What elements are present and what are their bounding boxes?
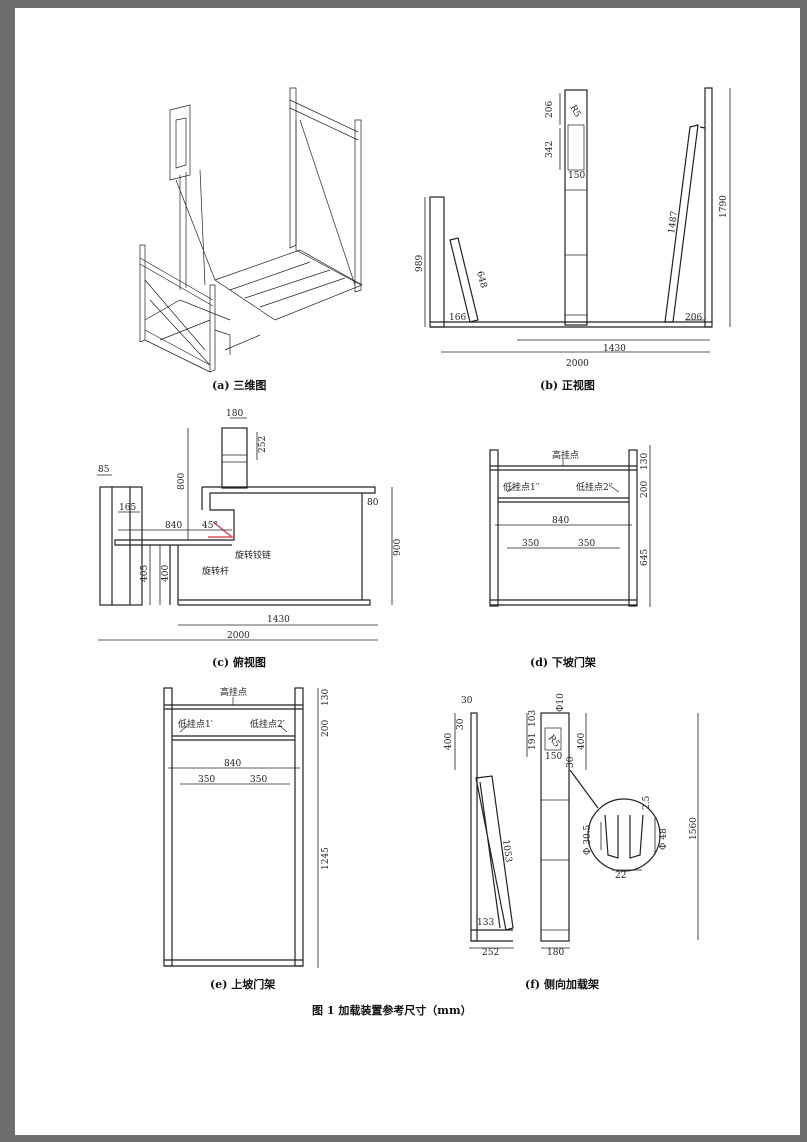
dim-c-45deg: 45° — [202, 521, 218, 531]
dim-f-191: 191 — [528, 733, 538, 750]
dim-c-405: 405 — [140, 565, 150, 582]
dim-e-200: 200 — [321, 720, 331, 737]
dim-f-400-2: 400 — [577, 733, 587, 750]
dim-f-150: 150 — [545, 752, 562, 762]
dim-b-1430: 1430 — [603, 344, 626, 354]
dim-c-840: 840 — [165, 521, 182, 531]
dim-d-200: 200 — [640, 481, 650, 498]
dim-c-900: 900 — [393, 539, 403, 556]
dim-e-840: 840 — [224, 759, 241, 769]
dim-d-130: 130 — [640, 453, 650, 470]
dim-c-2000: 2000 — [227, 631, 250, 641]
label-rotating-rod: 旋转杆 — [202, 565, 229, 577]
dim-f-30-2: 30 — [456, 718, 466, 730]
label-d-high-point: 高挂点 — [552, 449, 579, 461]
dim-f-252: 252 — [482, 948, 499, 958]
lateral-frame-drawing — [454, 712, 699, 949]
caption-f: (f) 侧向加载架 — [525, 977, 599, 991]
top-view-drawing — [97, 417, 393, 641]
dim-c-85: 85 — [98, 465, 110, 475]
dim-e-350-2: 350 — [250, 775, 267, 785]
dim-b-989: 989 — [415, 255, 425, 272]
dim-c-252: 252 — [258, 436, 268, 453]
dim-b-2000: 2000 — [566, 359, 589, 369]
dim-f-22: 22 — [615, 871, 626, 881]
downhill-gantry-drawing — [489, 445, 651, 607]
label-e-low-point-1: 低挂点1′ — [178, 718, 213, 730]
dim-f-30-3: 30 — [566, 756, 576, 768]
dim-c-800: 800 — [177, 473, 187, 490]
uphill-gantry-drawing — [163, 687, 319, 968]
dim-f-phi30-5: Φ 30.5 — [583, 824, 593, 855]
dim-b-342: 342 — [545, 141, 555, 158]
label-rotating-hinge: 旋转铰链 — [235, 549, 271, 561]
dim-c-1430: 1430 — [267, 615, 290, 625]
iso-3d-drawing — [139, 87, 363, 373]
dim-f-phi48: Φ 48 — [659, 828, 669, 850]
label-d-low-point-1: 低挂点1′′ — [503, 481, 540, 493]
dim-f-phi10: Φ10 — [556, 693, 566, 712]
dim-f-133: 133 — [477, 918, 494, 928]
dim-b-150: 150 — [568, 171, 585, 181]
figure-caption: 图 1 加载装置参考尺寸（mm） — [312, 1003, 472, 1017]
dim-d-840: 840 — [552, 516, 569, 526]
dim-c-80: 80 — [367, 498, 379, 508]
caption-a: (a) 三维图 — [212, 378, 266, 392]
dim-e-1245: 1245 — [321, 847, 331, 870]
dim-b-648: 648 — [474, 270, 488, 289]
dim-c-165: 165 — [119, 503, 136, 513]
dim-d-645: 645 — [640, 549, 650, 566]
dim-f-180: 180 — [547, 948, 564, 958]
caption-d: (d) 下坡门架 — [530, 655, 596, 669]
dim-e-350-1: 350 — [198, 775, 215, 785]
dim-b-1790: 1790 — [719, 195, 729, 218]
dim-e-130: 130 — [321, 689, 331, 706]
front-view-drawing — [424, 87, 731, 353]
label-e-low-point-2: 低挂点2′ — [250, 718, 285, 730]
label-d-low-point-2: 低挂点2′′ — [576, 481, 613, 493]
label-e-high-point: 高挂点 — [220, 686, 247, 698]
caption-e: (e) 上坡门架 — [210, 977, 275, 991]
dim-f-2-5: 2.5 — [642, 795, 652, 810]
dim-f-1560: 1560 — [689, 817, 699, 840]
dim-f-1053: 1053 — [500, 839, 513, 863]
dim-b-1487: 1487 — [667, 210, 680, 234]
dim-f-r5: R5 — [546, 734, 562, 750]
dim-c-400: 400 — [161, 565, 171, 582]
dim-b-206-2: 206 — [685, 313, 702, 323]
dim-b-166: 166 — [449, 313, 466, 323]
document-page — [15, 8, 800, 1135]
dim-f-103: 103 — [528, 710, 538, 727]
dim-d-350-2: 350 — [578, 539, 595, 549]
dim-f-30-1: 30 — [461, 696, 473, 706]
caption-c: (c) 俯视图 — [212, 655, 266, 669]
caption-b: (b) 正视图 — [540, 378, 595, 392]
dim-d-350-1: 350 — [522, 539, 539, 549]
dim-f-400-1: 400 — [444, 733, 454, 750]
dim-b-206: 206 — [545, 101, 555, 118]
dim-b-r5: R5 — [567, 104, 582, 120]
dim-c-180: 180 — [226, 409, 243, 419]
